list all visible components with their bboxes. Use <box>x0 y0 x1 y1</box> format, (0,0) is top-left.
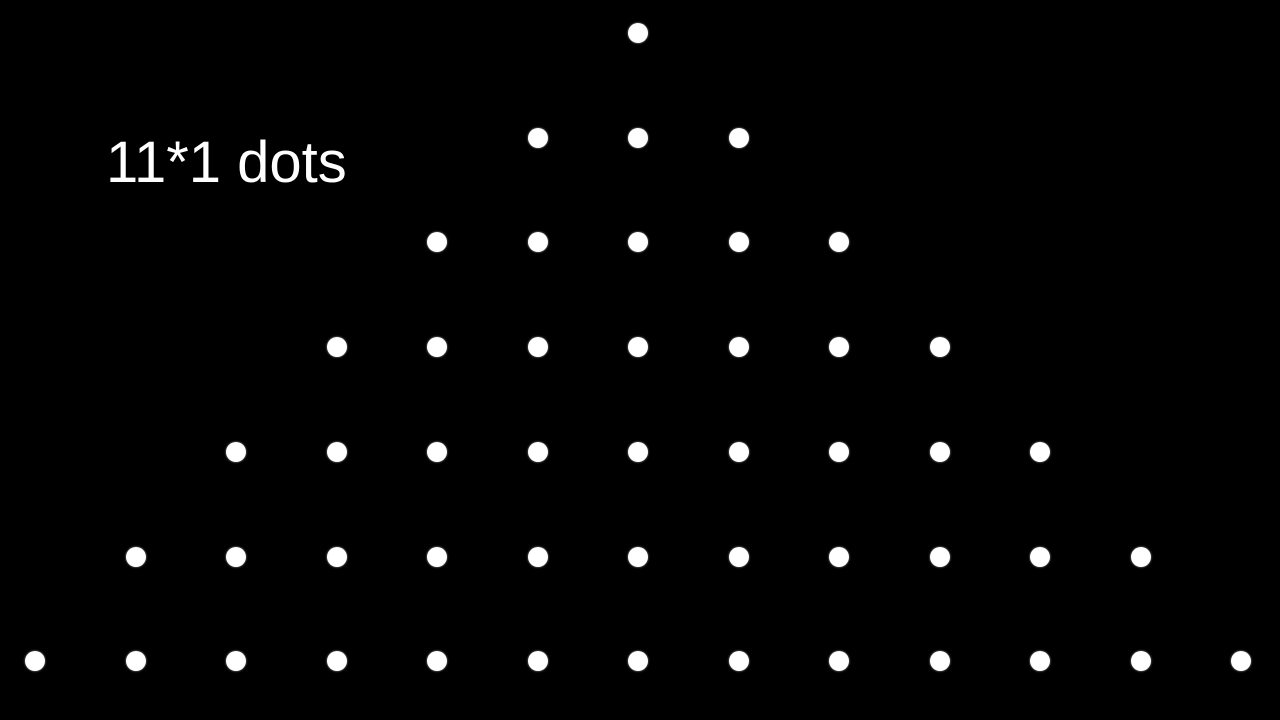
dot <box>326 337 347 358</box>
dot <box>728 441 749 462</box>
dot <box>125 651 146 672</box>
dot <box>125 546 146 567</box>
dot <box>326 546 347 567</box>
dot <box>326 651 347 672</box>
dot <box>1231 651 1251 672</box>
dot <box>628 232 648 253</box>
dot <box>226 546 246 567</box>
dot <box>527 651 548 672</box>
dot <box>728 232 749 253</box>
dot <box>427 546 447 567</box>
dot <box>1030 651 1050 672</box>
dot <box>427 232 447 253</box>
dot <box>628 127 648 148</box>
dot <box>1130 651 1151 672</box>
dot <box>829 337 849 358</box>
dot <box>628 546 648 567</box>
dot <box>326 441 347 462</box>
pattern-title: 11*1 dots <box>106 130 347 195</box>
dot <box>929 337 950 358</box>
dot <box>527 232 548 253</box>
dot <box>728 127 749 148</box>
dot <box>829 651 849 672</box>
dot <box>427 337 447 358</box>
dot <box>728 337 749 358</box>
dot <box>25 651 45 672</box>
dot <box>929 546 950 567</box>
dot <box>1030 546 1050 567</box>
dot <box>427 651 447 672</box>
dot <box>628 651 648 672</box>
dot <box>728 651 749 672</box>
dot <box>226 441 246 462</box>
dot <box>929 651 950 672</box>
dot <box>829 546 849 567</box>
dot <box>527 127 548 148</box>
dot <box>527 441 548 462</box>
dot <box>527 546 548 567</box>
dot <box>226 651 246 672</box>
dot <box>427 441 447 462</box>
dot <box>1130 546 1151 567</box>
dot <box>628 23 648 43</box>
dot <box>929 441 950 462</box>
dot <box>628 441 648 462</box>
dot <box>1030 441 1050 462</box>
dot <box>829 232 849 253</box>
dot <box>527 337 548 358</box>
dot <box>628 337 648 358</box>
dot <box>728 546 749 567</box>
dot <box>829 441 849 462</box>
